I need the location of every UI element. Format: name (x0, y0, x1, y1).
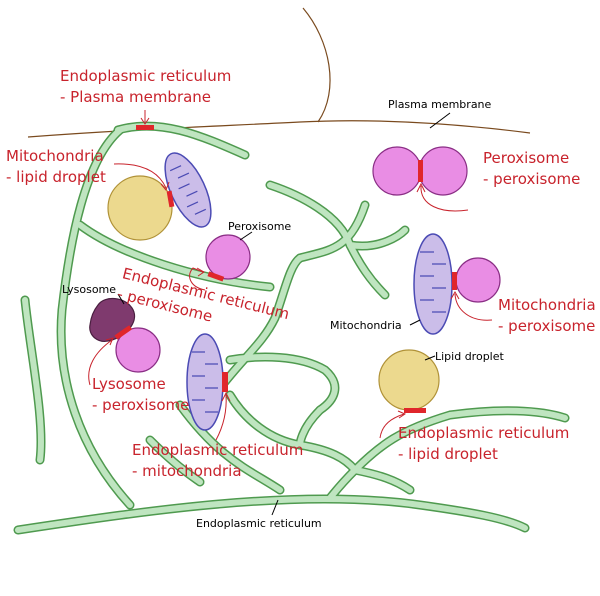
mitochondrion-center (186, 333, 224, 431)
label-peroxisome: Peroxisome (228, 220, 291, 233)
label-perox-perox-line1: Peroxisome (483, 149, 569, 167)
label-er-pm-line2: - Plasma membrane (60, 88, 211, 106)
er-lumen (15, 123, 568, 533)
label-endoplasmic-reticulum: Endoplasmic reticulum (196, 517, 322, 530)
label-er-ld-line1: Endoplasmic reticulum (398, 424, 569, 442)
lipid-droplet-upper (107, 175, 173, 241)
contact-mito-ld (166, 190, 175, 208)
contact-labels: Endoplasmic reticulum - Plasma membrane … (6, 67, 596, 480)
peroxisome-pair (372, 146, 468, 196)
label-perox-perox-line2: - peroxisome (483, 170, 580, 188)
label-lyso-perox-line1: Lysosome (92, 375, 166, 393)
contact-er-ld (404, 408, 426, 413)
label-mitochondria: Mitochondria (330, 319, 402, 332)
contact-er-perox (207, 271, 225, 282)
contact-perox-perox (418, 160, 423, 182)
structure-labels: Plasma membrane Peroxisome Lysosome Mito… (62, 98, 505, 530)
label-lipid-droplet: Lipid droplet (435, 350, 505, 363)
label-lysosome: Lysosome (62, 283, 116, 296)
contact-lyso-perox (114, 325, 133, 340)
label-plasma-membrane: Plasma membrane (388, 98, 492, 111)
peroxisome-right (455, 257, 501, 303)
contact-sites (114, 125, 457, 413)
label-mito-perox-line1: Mitochondria (498, 296, 596, 314)
peroxisome-center (205, 234, 251, 280)
plasma-membrane (27, 7, 531, 138)
label-er-ld-line2: - lipid droplet (398, 445, 498, 463)
mitochondrion-right (413, 233, 453, 335)
peroxisome-lower-left (115, 327, 161, 373)
label-er-mito-line2: - mitochondria (132, 462, 242, 480)
label-mito-ld-line2: - lipid droplet (6, 168, 106, 186)
label-mito-ld-line1: Mitochondria (6, 147, 104, 165)
label-mito-perox-line2: - peroxisome (498, 317, 595, 335)
label-lyso-perox-line2: - peroxisome (92, 396, 189, 414)
leader-lines (117, 112, 451, 516)
contact-er-mito (222, 372, 228, 392)
label-er-mito-line1: Endoplasmic reticulum (132, 441, 303, 459)
label-er-pm-line1: Endoplasmic reticulum (60, 67, 231, 85)
lipid-droplet-right (378, 349, 440, 411)
endoplasmic-reticulum-network (13, 121, 570, 535)
contact-er-pm (136, 125, 154, 130)
contact-arrows (88, 110, 493, 441)
contact-mito-perox (452, 272, 457, 290)
